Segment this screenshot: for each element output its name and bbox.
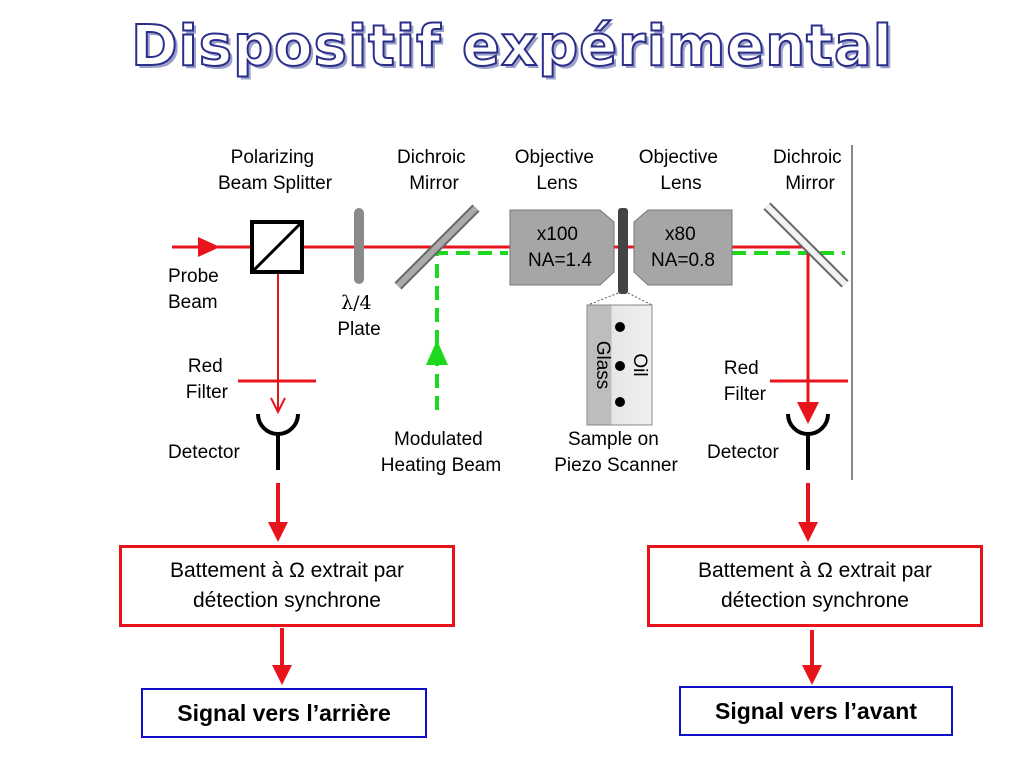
process-box-right-line1: Battement à Ω extrait par <box>698 559 932 582</box>
label-quarter-wave-plate: λ/4 Plate <box>337 292 380 340</box>
process-box-right: Battement à Ω extrait par détection sync… <box>647 545 983 627</box>
dichroic-mirror-left-inner <box>395 205 479 289</box>
output-arrows <box>268 483 822 685</box>
process-box-left-line2: détection synchrone <box>193 589 381 612</box>
process-box-right-line2: détection synchrone <box>721 589 909 612</box>
label-objective-left-spec: x100 NA=1.4 <box>528 224 592 271</box>
label-oil: Oil <box>629 353 650 376</box>
label-dichroic-mirror-left: Dichroic Mirror <box>397 147 471 194</box>
label-objective-lens-right: Objective Lens <box>639 147 723 194</box>
label-objective-right-spec: x80 NA=0.8 <box>651 224 715 271</box>
signal-box-forward: Signal vers l’avant <box>679 686 953 736</box>
signal-backward-text: Signal vers l’arrière <box>177 699 391 726</box>
signal-box-backward: Signal vers l’arrière <box>141 688 427 738</box>
slide-title: Dispositif expérimental <box>130 13 893 80</box>
dichroic-mirror-right-inner <box>764 203 848 287</box>
signal-forward-text: Signal vers l’avant <box>715 697 917 724</box>
sample-slide <box>618 208 628 294</box>
label-detector-right: Detector <box>707 442 779 463</box>
label-sample-on-piezo: Sample on Piezo Scanner <box>554 429 678 476</box>
right-transmitted-arrowhead <box>797 402 819 424</box>
sample-particles <box>615 322 625 407</box>
process-box-left: Battement à Ω extrait par détection sync… <box>119 545 455 627</box>
objective-lens-right <box>633 209 733 286</box>
detector-right <box>786 413 830 470</box>
label-probe-beam: Probe Beam <box>168 266 224 313</box>
quarter-wave-plate <box>354 208 364 284</box>
polarizing-beam-splitter <box>250 220 304 274</box>
label-polarizing-beam-splitter: Polarizing Beam Splitter <box>218 147 333 194</box>
label-dichroic-mirror-right: Dichroic Mirror <box>773 147 847 194</box>
objective-lens-left <box>509 209 615 286</box>
label-detector-left: Detector <box>168 442 240 463</box>
probe-beam-arrowhead <box>198 237 220 257</box>
label-objective-lens-left: Objective Lens <box>515 147 599 194</box>
detector-left <box>256 413 300 470</box>
label-glass: Glass <box>592 341 613 390</box>
label-red-filter-left: Red Filter <box>186 356 229 403</box>
process-box-left-line1: Battement à Ω extrait par <box>170 559 404 582</box>
label-red-filter-right: Red Filter <box>724 358 767 405</box>
zoom-lines <box>587 292 653 306</box>
left-return-arrowhead <box>270 397 286 415</box>
label-modulated-heating-beam: Modulated Heating Beam <box>381 429 501 476</box>
heating-beam-arrowhead <box>426 340 448 365</box>
